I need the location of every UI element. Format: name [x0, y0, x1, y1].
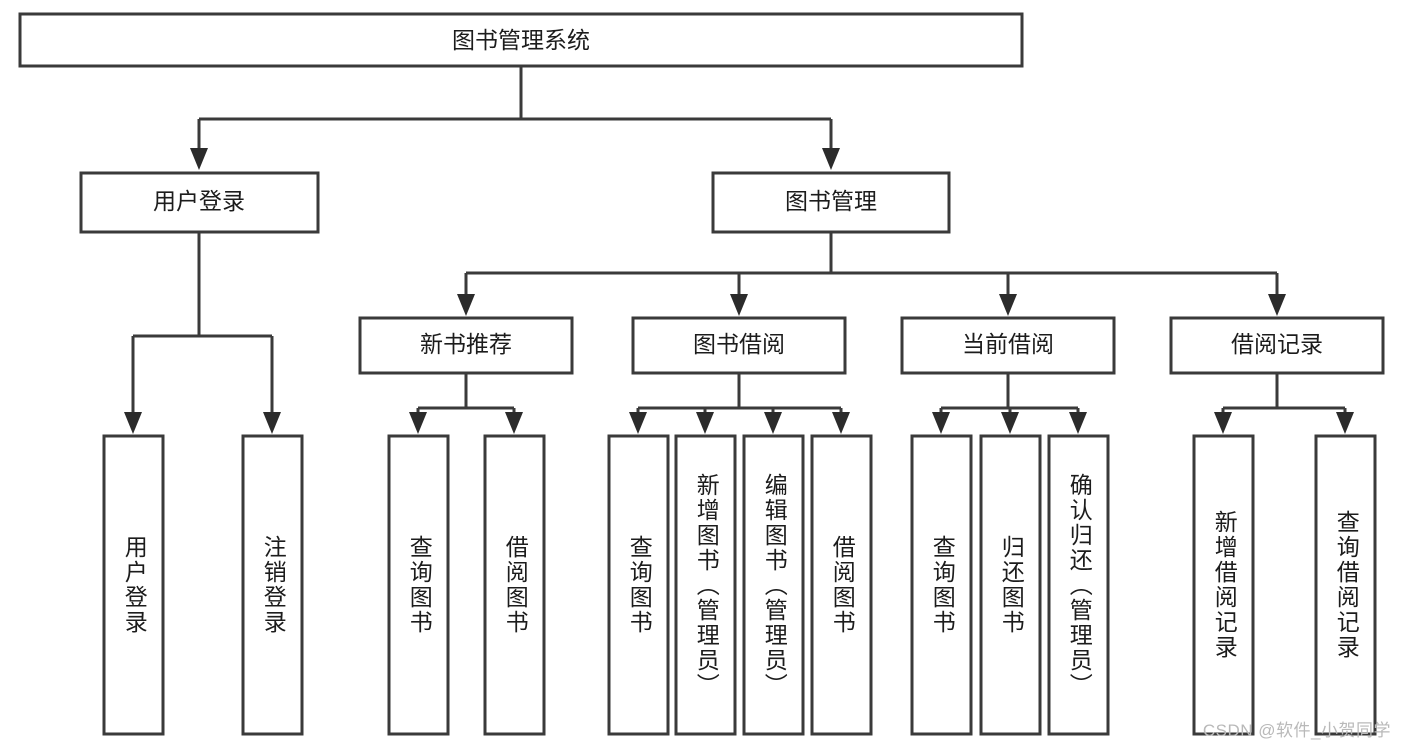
leaf-box-borrow-book-2[interactable]	[810, 434, 873, 736]
connectors-root-to-level2	[190, 66, 840, 170]
node-box	[711, 171, 951, 234]
arrow-icon	[1268, 294, 1286, 316]
arrow-icon	[124, 412, 142, 434]
arrow-icon	[764, 412, 782, 434]
node-current-borrow[interactable]: 当前借阅	[900, 316, 1116, 375]
connectors-current-borrow-to-leaves	[932, 374, 1087, 434]
leaf-box-query-book-1[interactable]	[387, 434, 450, 736]
leaf-box-query-book-2[interactable]	[607, 434, 670, 736]
leaf-box-borrow-book-1[interactable]	[483, 434, 546, 736]
csdn-watermark: CSDN @软件_小贺同学	[1202, 721, 1391, 740]
node-label: 用户登录	[153, 188, 245, 214]
node-label: 图书管理	[785, 188, 877, 214]
arrow-icon	[409, 412, 427, 434]
arrow-icon	[696, 412, 714, 434]
leaf-box-add-book[interactable]	[674, 434, 737, 736]
node-label: 新书推荐	[420, 331, 512, 357]
leaf-box-return-book[interactable]	[979, 434, 1042, 736]
arrow-icon	[1336, 412, 1354, 434]
arrow-icon	[629, 412, 647, 434]
node-box	[18, 12, 1024, 68]
leaf-box-user-login[interactable]	[102, 434, 165, 736]
arrow-icon	[505, 412, 523, 434]
node-borrow-record[interactable]: 借阅记录	[1169, 316, 1385, 375]
leaf-box-query-record[interactable]	[1314, 434, 1377, 736]
connectors-new-book-recommend-to-leaves	[409, 374, 523, 434]
node-box	[631, 316, 847, 375]
node-label: 图书借阅	[693, 331, 785, 357]
node-box	[900, 316, 1116, 375]
node-label: 图书管理系统	[452, 27, 590, 53]
arrow-icon	[999, 294, 1017, 316]
arrow-icon	[457, 294, 475, 316]
leaf-box-user-logout[interactable]	[241, 434, 304, 736]
node-box	[358, 316, 574, 375]
arrow-icon	[730, 294, 748, 316]
connectors-book-borrow-to-leaves	[629, 374, 850, 434]
leaf-box-add-record[interactable]	[1192, 434, 1255, 736]
node-book-borrow[interactable]: 图书借阅	[631, 316, 847, 375]
node-new-book-recommend[interactable]: 新书推荐	[358, 316, 574, 375]
node-label: 当前借阅	[962, 331, 1054, 357]
connectors-borrow-record-to-leaves	[1214, 374, 1354, 434]
connectors-user-login-to-leaves	[124, 233, 281, 434]
arrow-icon	[263, 412, 281, 434]
arrow-icon	[822, 148, 840, 170]
arrow-icon	[832, 412, 850, 434]
leaf-box-edit-book[interactable]	[742, 434, 805, 736]
arrow-icon	[932, 412, 950, 434]
leaf-box-confirm-return[interactable]	[1047, 434, 1110, 736]
arrow-icon	[1069, 412, 1087, 434]
node-box	[79, 171, 320, 234]
connectors-book-manage-to-level3	[457, 233, 1286, 316]
leaf-box-query-book-3[interactable]	[910, 434, 973, 736]
node-label: 借阅记录	[1231, 331, 1323, 357]
node-user-login[interactable]: 用户登录	[79, 171, 320, 234]
arrow-icon	[1214, 412, 1232, 434]
node-root-book-management-system[interactable]: 图书管理系统	[18, 12, 1024, 68]
arrow-icon	[1001, 412, 1019, 434]
arrow-icon	[190, 148, 208, 170]
node-book-manage[interactable]: 图书管理	[711, 171, 951, 234]
node-box	[1169, 316, 1385, 375]
